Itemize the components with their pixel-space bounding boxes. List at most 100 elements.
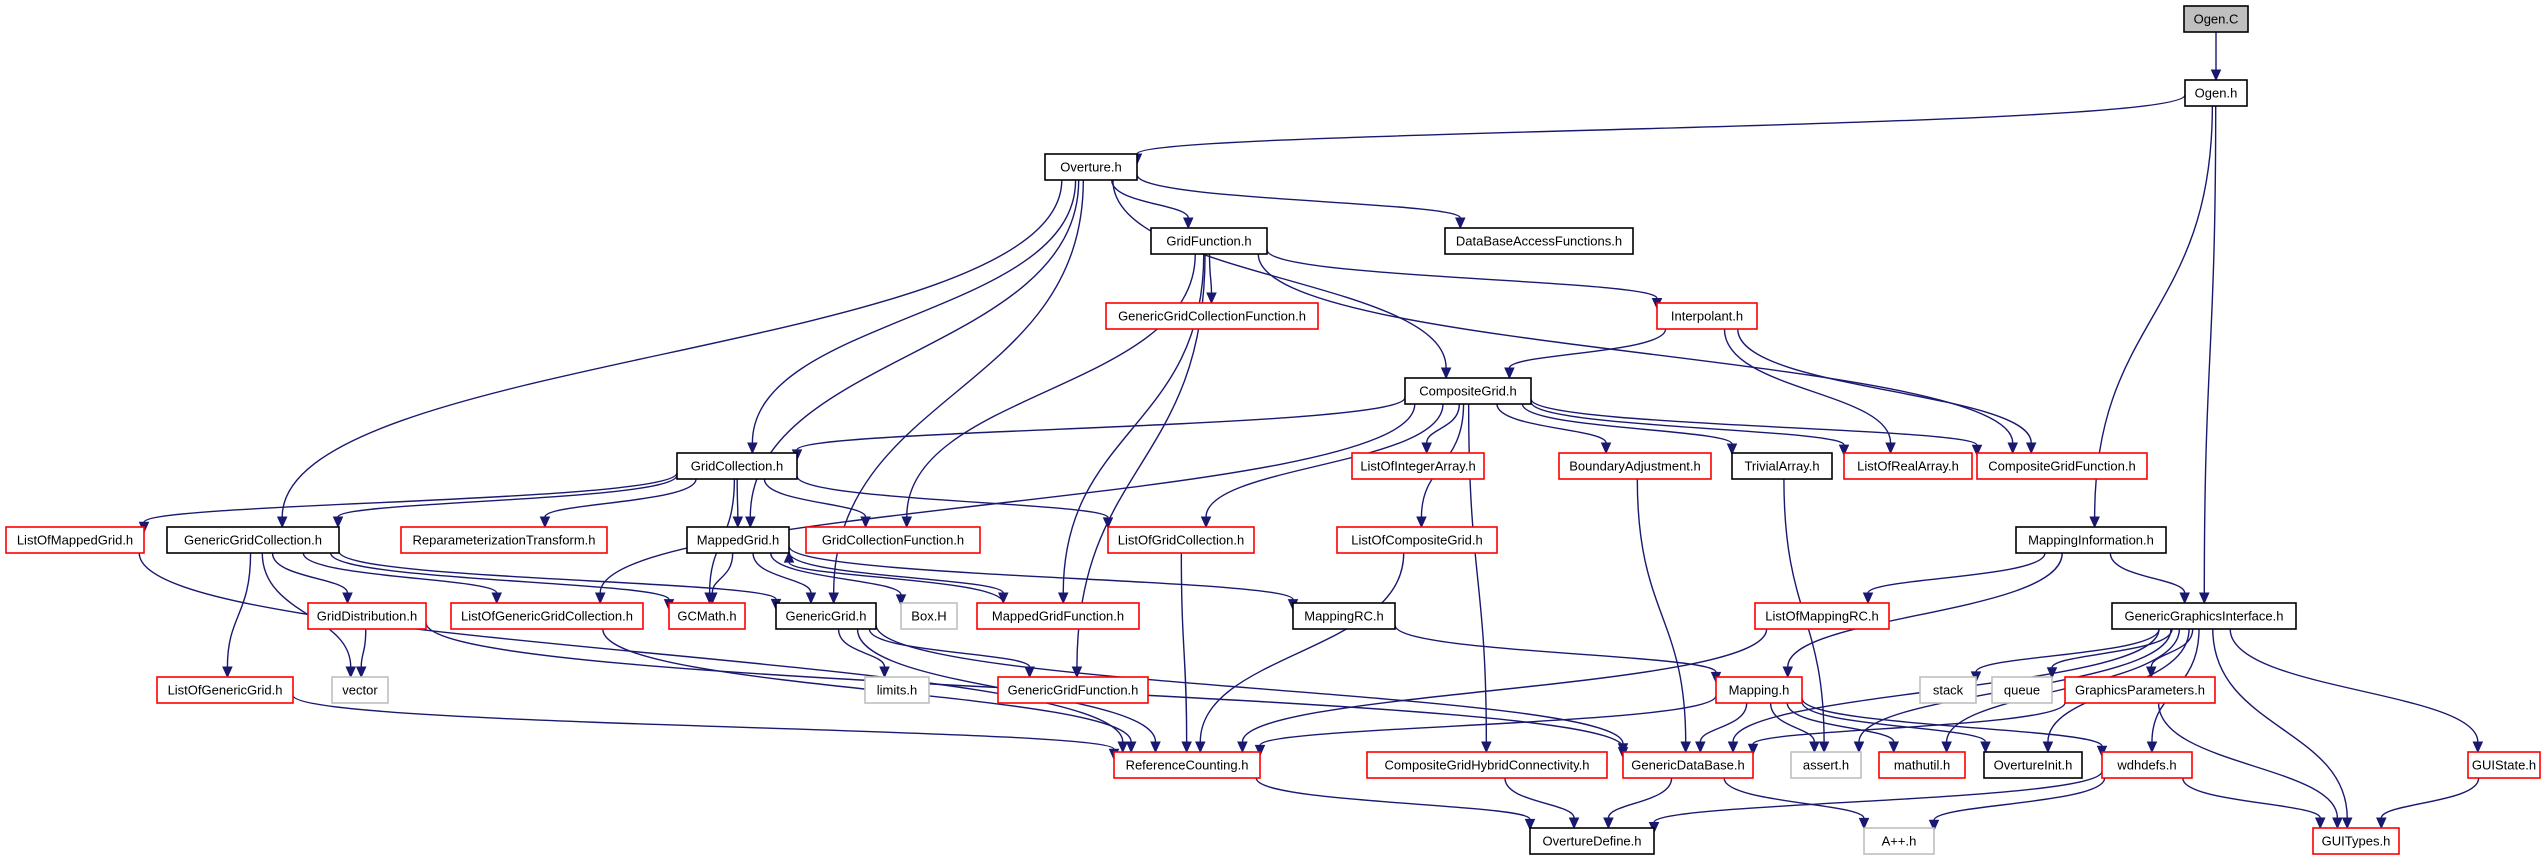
node-gridfunction_h[interactable]: GridFunction.h (1150, 227, 1268, 255)
arrowhead-mappedgrid_h-to-box_h (895, 594, 907, 607)
edge-boundaryadj_h-to-genericdatabase_h (1636, 478, 1687, 743)
node-label: GraphicsParameters.h (2075, 683, 2205, 698)
node-label: ReferenceCounting.h (1126, 758, 1249, 773)
node-refcounting_h[interactable]: ReferenceCounting.h (1113, 751, 1261, 779)
arrowhead-gridfunction_h-to-gridcollfunc_h (901, 516, 913, 529)
arrowhead-guistate_h-to-guitypes_h (2376, 817, 2387, 830)
node-reparamtrans_h[interactable]: ReparameterizationTransform.h (400, 526, 608, 554)
node-ogen_h[interactable]: Ogen.h (2184, 79, 2248, 107)
node-compositegrid_h[interactable]: CompositeGrid.h (1404, 377, 1532, 405)
node-mappinginfo_h[interactable]: MappingInformation.h (2015, 526, 2167, 554)
node-mappedgrid_h[interactable]: MappedGrid.h (686, 526, 790, 554)
node-box (1336, 526, 1498, 554)
node-stack[interactable]: stack (1919, 676, 1977, 704)
node-guistate_h[interactable]: GUIState.h (2467, 751, 2541, 779)
arrowhead-mapping_h-to-genericdatabase_h (1695, 741, 1706, 754)
node-listofmappingrc_h[interactable]: ListOfMappingRC.h (1754, 602, 1890, 630)
node-gengridcollfunc_h[interactable]: GenericGridCollectionFunction.h (1105, 302, 1319, 330)
edge-mapping_h-to-assert_h (1769, 702, 1816, 743)
node-box (1044, 153, 1138, 181)
arrowhead-gridfunction_h-to-compgridfunc_h (2007, 442, 2018, 455)
node-box (1150, 227, 1268, 255)
node-compgridfunc_h[interactable]: CompositeGridFunction.h (1976, 452, 2148, 480)
edge-overture_h-to-compositegrid_h (1112, 179, 1447, 369)
node-assert_h[interactable]: assert.h (1790, 751, 1862, 779)
node-box (331, 676, 389, 704)
node-mappedgridfunc_h[interactable]: MappedGridFunction.h (976, 602, 1140, 630)
node-box (2312, 827, 2400, 855)
node-vector[interactable]: vector (331, 676, 389, 704)
node-queue[interactable]: queue (1991, 676, 2053, 704)
node-listofgengridcoll_h[interactable]: ListOfGenericGridCollection.h (450, 602, 644, 630)
node-interpolant_h[interactable]: Interpolant.h (1656, 302, 1758, 330)
node-box_h[interactable]: Box.H (900, 602, 958, 630)
node-listofmappedgrid_h[interactable]: ListOfMappedGrid.h (5, 526, 145, 554)
node-trivialarray_h[interactable]: TrivialArray.h (1731, 452, 1833, 480)
node-graphicsparams_h[interactable]: GraphicsParameters.h (2064, 676, 2216, 704)
node-label: GUITypes.h (2322, 834, 2391, 849)
node-ogen_c[interactable]: Ogen.C (2183, 5, 2249, 33)
arrowhead-overture_h-to-gridcollection_h (747, 442, 758, 455)
node-label: OvertureDefine.h (1543, 834, 1642, 849)
node-overtureinit_h[interactable]: OvertureInit.h (1983, 751, 2083, 779)
edge-interpolant_h-to-compositegrid_h (1508, 328, 1667, 369)
node-gengraphicsiface_h[interactable]: GenericGraphicsInterface.h (2111, 602, 2297, 630)
node-listofcompgrid_h[interactable]: ListOfCompositeGrid.h (1336, 526, 1498, 554)
arrowhead-interpolant_h-to-compositegrid_h (1504, 367, 1515, 380)
node-limits_h[interactable]: limits.h (864, 676, 930, 704)
node-overturedefine_h[interactable]: OvertureDefine.h (1529, 827, 1655, 855)
node-box (1113, 751, 1261, 779)
node-mapping_h[interactable]: Mapping.h (1715, 676, 1803, 704)
arrowhead-compositegrid_h-to-listofintarray_h (1421, 442, 1432, 455)
node-genericdatabase_h[interactable]: GenericDataBase.h (1622, 751, 1754, 779)
node-mappingrc_h[interactable]: MappingRC.h (1292, 602, 1396, 630)
node-gridcollfunc_h[interactable]: GridCollectionFunction.h (805, 526, 981, 554)
node-genericgridfunc_h[interactable]: GenericGridFunction.h (997, 676, 1149, 704)
edge-overture_h-to-mappedgrid_h (749, 179, 1080, 518)
edge-compositegrid_h-to-compgridfunc_h (1530, 398, 1978, 446)
node-boundaryadj_h[interactable]: BoundaryAdjustment.h (1558, 452, 1712, 480)
node-listofgridcoll_h[interactable]: ListOfGridCollection.h (1107, 526, 1255, 554)
node-label: ListOfRealArray.h (1857, 459, 1959, 474)
edge-mappinginfo_h-to-gengraphicsiface_h (2109, 552, 2186, 594)
node-mathutil_h[interactable]: mathutil.h (1878, 751, 1966, 779)
arrowhead-compositegrid_h-to-listofgridcoll_h (1200, 516, 1212, 529)
node-listofgenericgrid_h[interactable]: ListOfGenericGrid.h (156, 676, 294, 704)
edge-gengridcoll_h-to-listofgenericgrid_h (226, 552, 252, 668)
node-overture_h[interactable]: Overture.h (1044, 153, 1138, 181)
node-label: MappedGridFunction.h (992, 609, 1124, 624)
node-genericgrid_h[interactable]: GenericGrid.h (775, 602, 877, 630)
node-box (1715, 676, 1803, 704)
edge-mappedgrid_h-to-mappedgridfunc_h (788, 551, 1004, 594)
edge-genericgrid_h-to-genericdatabase_h (875, 624, 1624, 744)
node-guitypes_h[interactable]: GUITypes.h (2312, 827, 2400, 855)
edge-gengraphicsiface_h-to-guistate_h (2229, 628, 2479, 743)
arrowhead-ogen_h-to-gengraphicsiface_h (2199, 592, 2210, 605)
node-listofintarray_h[interactable]: ListOfIntegerArray.h (1351, 452, 1485, 480)
node-griddistribution_h[interactable]: GridDistribution.h (307, 602, 427, 630)
arrowhead-mapping_h-to-mathutil_h (1888, 741, 1900, 754)
node-wdhdefs_h[interactable]: wdhdefs.h (2101, 751, 2193, 779)
node-box (1366, 751, 1608, 779)
node-label: assert.h (1803, 758, 1849, 773)
node-label: ListOfMappingRC.h (1765, 609, 1878, 624)
edge-ogen_h-to-gengraphicsiface_h (2203, 105, 2217, 594)
node-label: Ogen.C (2194, 12, 2239, 27)
node-compgridhybrid_h[interactable]: CompositeGridHybridConnectivity.h (1366, 751, 1608, 779)
node-gridcollection_h[interactable]: GridCollection.h (676, 452, 798, 480)
node-gengridcoll_h[interactable]: GenericGridCollection.h (166, 526, 340, 554)
arrowhead-mappedgridfunc_h-to-mappedgrid_h (783, 550, 795, 563)
node-label: MappingRC.h (1304, 609, 1384, 624)
node-gcmath_h[interactable]: GCMath.h (668, 602, 746, 630)
node-dbaccess_h[interactable]: DataBaseAccessFunctions.h (1444, 227, 1634, 255)
node-appp_h[interactable]: A++.h (1863, 827, 1935, 855)
edge-mappedgrid_h-to-mappingrc_h (788, 546, 1294, 601)
node-box (1863, 827, 1935, 855)
node-box (2015, 526, 2167, 554)
edge-mapping_h-to-refcounting_h (1259, 695, 1717, 747)
node-label: ListOfGenericGrid.h (168, 683, 283, 698)
arrowhead-compositegrid_h-to-boundaryadj_h (1600, 442, 1612, 455)
edge-mappinginfo_h-to-mapping_h (1787, 552, 2063, 668)
node-listofrealarray_h[interactable]: ListOfRealArray.h (1843, 452, 1973, 480)
edge-graphicsparams_h-to-genericdatabase_h (1752, 702, 2066, 745)
